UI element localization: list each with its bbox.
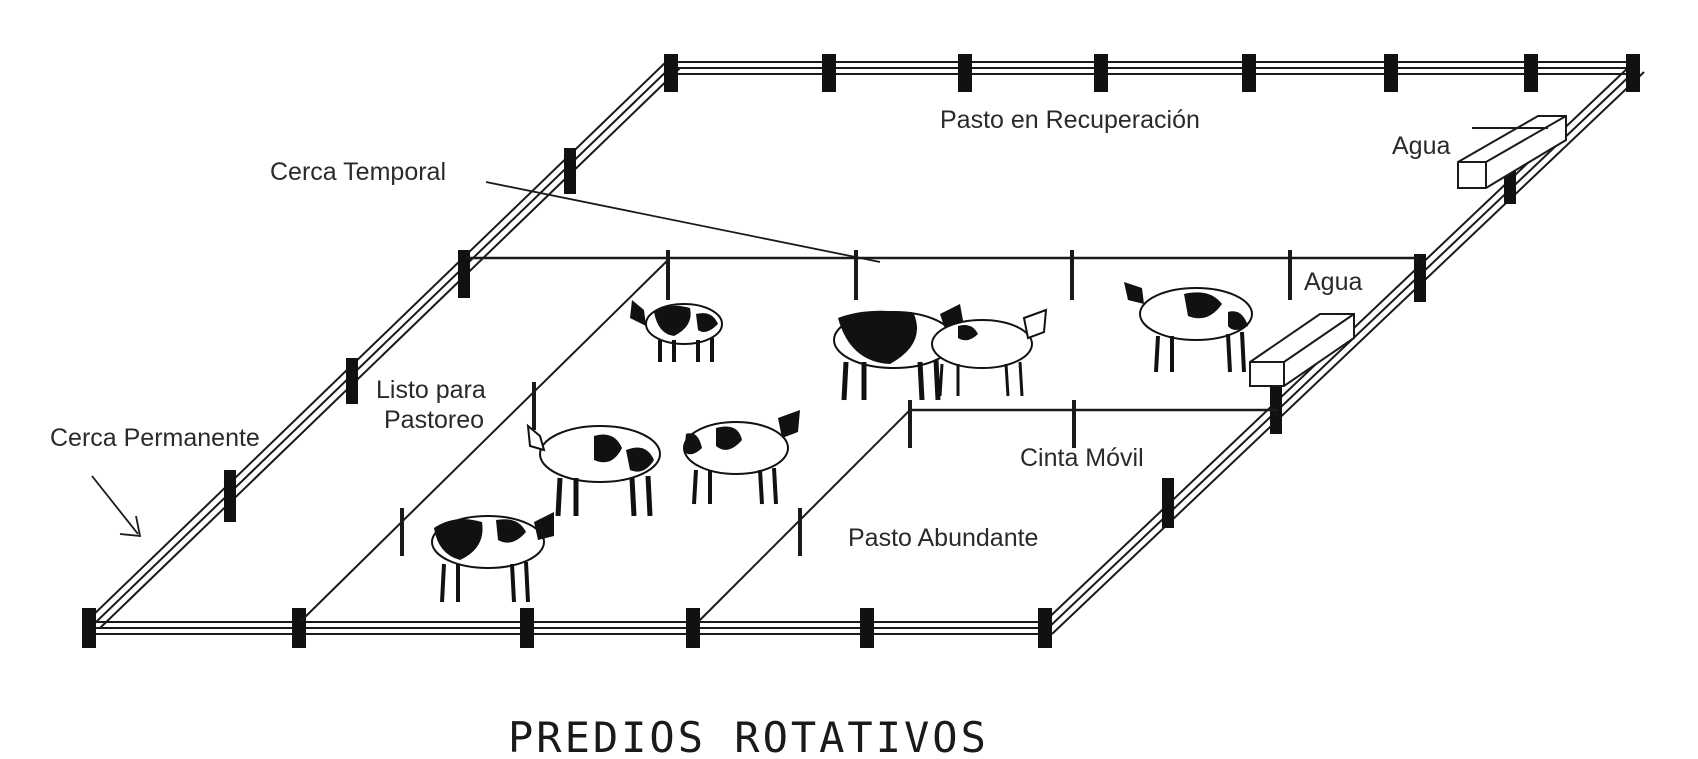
fence-post-icon bbox=[822, 54, 836, 92]
fence-post-icon bbox=[958, 54, 972, 92]
cinta-movil-label: Cinta Móvil bbox=[1020, 444, 1144, 472]
cow-icon bbox=[931, 308, 1048, 397]
fence-top-rail bbox=[668, 61, 1640, 75]
cow-icon bbox=[630, 300, 723, 362]
fence-post-icon bbox=[82, 608, 96, 648]
fence-post-icon bbox=[1626, 54, 1640, 92]
fence-posts bbox=[82, 54, 1640, 648]
fence-post-icon bbox=[1242, 54, 1256, 92]
cow-icon bbox=[1124, 282, 1253, 373]
agua-label-top: Agua bbox=[1392, 132, 1450, 160]
fence-post-icon bbox=[860, 608, 874, 648]
fence-post-icon bbox=[1384, 54, 1398, 92]
fence-post-icon bbox=[564, 148, 576, 194]
fence-post-icon bbox=[1162, 478, 1174, 528]
diagram-title: PREDIOS ROTATIVOS bbox=[508, 713, 989, 759]
fence-left-rail bbox=[87, 59, 681, 629]
cow-icon bbox=[683, 410, 800, 505]
fence-post-icon bbox=[1094, 54, 1108, 92]
listo-para-label: Listo para bbox=[376, 376, 486, 404]
cow-icon bbox=[526, 423, 661, 517]
fence-post-icon bbox=[686, 608, 700, 648]
fence-post-icon bbox=[292, 608, 306, 648]
mobile-tape bbox=[400, 382, 1278, 556]
pastoreo-label: Pastoreo bbox=[384, 406, 484, 434]
fence-post-icon bbox=[346, 358, 358, 404]
fence-post-icon bbox=[1414, 254, 1426, 302]
temporary-fence bbox=[466, 250, 1418, 300]
water-trough-icon bbox=[1457, 115, 1567, 189]
cows bbox=[431, 282, 1253, 603]
cow-icon bbox=[431, 512, 554, 603]
fence-post-icon bbox=[1038, 608, 1052, 648]
fence-right-rail bbox=[1039, 63, 1645, 635]
fence-post-icon bbox=[458, 250, 470, 298]
fence-bottom-rail bbox=[88, 621, 1052, 635]
leader-lines bbox=[91, 181, 881, 538]
fence-post-icon bbox=[664, 54, 678, 92]
fence-post-icon bbox=[520, 608, 534, 648]
agua-label-middle: Agua bbox=[1304, 268, 1362, 296]
fence-post-icon bbox=[1524, 54, 1538, 92]
pasto-recuperacion-label: Pasto en Recuperación bbox=[940, 106, 1200, 134]
pasto-abundante-label: Pasto Abundante bbox=[848, 524, 1038, 552]
cow-icon bbox=[833, 304, 964, 401]
water-trough-icon bbox=[1249, 313, 1355, 387]
paddock-divisions bbox=[299, 259, 911, 623]
cerca-temporal-label: Cerca Temporal bbox=[270, 158, 446, 186]
fence-post-icon bbox=[224, 470, 236, 522]
cerca-permanente-label: Cerca Permanente bbox=[50, 424, 260, 452]
